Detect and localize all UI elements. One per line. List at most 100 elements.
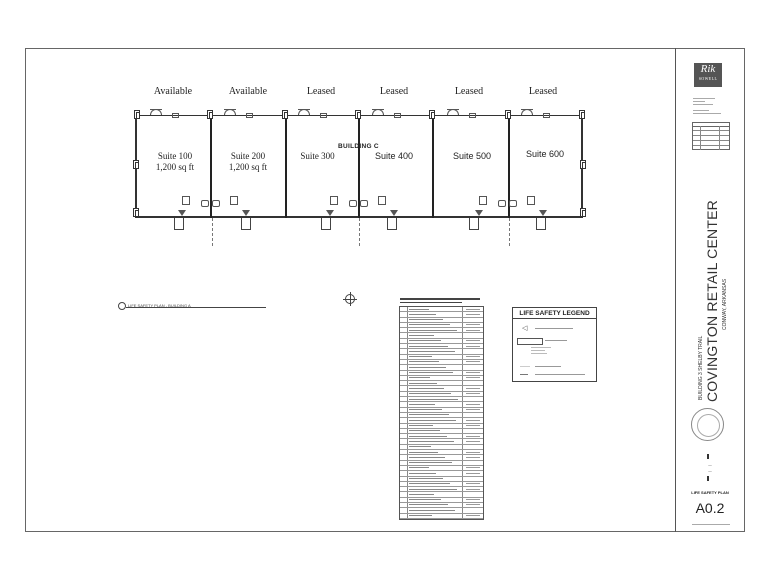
suite-500-label: Suite 500 [452,151,492,161]
rear-exit-vestibule [174,218,184,230]
occupancy-table-row [400,418,483,424]
demising-wall [285,115,287,218]
firm-address-line [693,98,715,99]
occupancy-table-row [400,508,483,514]
suite-600-status: Leased [528,86,558,97]
revision-row [693,145,729,146]
occupancy-table-row [400,407,483,413]
property-line [212,218,213,246]
window-icon [172,113,179,118]
title-block [675,48,745,532]
occupancy-table-row [400,476,483,482]
rear-exit-vestibule [241,218,251,230]
sink-icon [360,200,368,207]
toilet-icon [330,196,338,205]
legend-sub-label [531,350,545,351]
revision-row [693,135,729,136]
storefront-door-icon [150,109,162,116]
travel-distance-icon [520,366,530,367]
exit-sign-icon [178,210,186,216]
firm-contact-line [693,113,721,114]
legend-item-label [545,340,567,341]
occupancy-table-row [400,349,483,355]
suite-300-label: Suite 300 [300,151,335,161]
firm-address-line [693,101,705,102]
rear-exit-vestibule [321,218,331,230]
restroom-cluster [324,190,398,218]
column-pier [133,208,139,217]
legend-title: LIFE SAFETY LEGEND [513,310,596,319]
firm-address-line [693,104,713,105]
occupancy-table-row [400,354,483,360]
exit-sign-icon [390,210,398,216]
building-title: BUILDING C [338,143,379,150]
suite-100-status: Available [153,86,193,97]
window-icon [246,113,253,118]
occupancy-table-row [400,333,483,339]
column-pier [355,110,361,119]
restroom-cluster [176,190,250,218]
occupancy-table-row [400,381,483,387]
legend-item-label [535,366,561,367]
column-pier [133,160,139,169]
revision-row [693,130,729,131]
professional-seal [691,408,724,441]
column-pier [134,110,140,119]
occupancy-table-row [400,322,483,329]
occupancy-table-row [400,444,483,451]
demising-wall [432,115,434,218]
occupancy-tag-icon [517,338,543,345]
sheet-number: A0.2 [695,500,725,516]
plan-title-underline [126,307,266,308]
column-pier [282,110,288,119]
graphic-scale [692,524,730,525]
occupancy-table-row [400,312,483,318]
column-pier [505,110,511,119]
column-pier [207,110,213,119]
column-pier [579,110,585,119]
project-name: COVINGTON RETAIL CENTER [704,200,720,402]
sink-icon [349,200,357,207]
legend-item-label [535,374,585,375]
occupancy-table-row [400,317,483,323]
occupancy-table-row [400,471,483,477]
revision-column [700,126,701,150]
column-pier [429,110,435,119]
suite-400-label: Suite 400 [374,151,414,161]
column-pier [580,160,586,169]
occupancy-table-title [400,297,485,303]
north-arrow-icon [343,292,357,306]
toilet-icon [479,196,487,205]
occupancy-table-row [400,513,483,519]
occupancy-table-row [400,465,483,472]
window-icon [394,113,401,118]
occupancy-table-row [400,428,483,435]
exit-sign-icon [326,210,334,216]
suite-100-label: Suite 100 1,200 sq ft [155,151,195,172]
exit-sign-icon: ◁ [522,325,528,332]
occupancy-table-row [400,397,483,403]
property-line [359,218,360,246]
firm-logo: Rik SOWELL [694,63,722,87]
rear-exit-vestibule [387,218,397,230]
exit-sign-icon [475,210,483,216]
demising-wall [358,115,360,218]
occupancy-table-row [400,423,483,429]
occupancy-table-row [400,412,483,419]
occupancy-table-row [400,344,483,350]
plan-title-label: LIFE SAFETY PLAN - BUILDING A [118,302,191,310]
storefront-door-icon [372,109,384,116]
sink-icon [212,200,220,207]
revision-table [692,122,730,150]
legend-sub-label [531,353,547,354]
occupancy-table-row [400,338,483,345]
rear-exit-vestibule [536,218,546,230]
sink-icon [201,200,209,207]
toilet-icon [378,196,386,205]
property-line [509,218,510,246]
occupancy-table-row [400,439,483,445]
suite-400-status: Leased [379,86,409,97]
suite-200-status: Available [228,86,268,97]
sink-icon [509,200,517,207]
life-safety-legend: LIFE SAFETY LEGEND ◁ [512,307,597,382]
